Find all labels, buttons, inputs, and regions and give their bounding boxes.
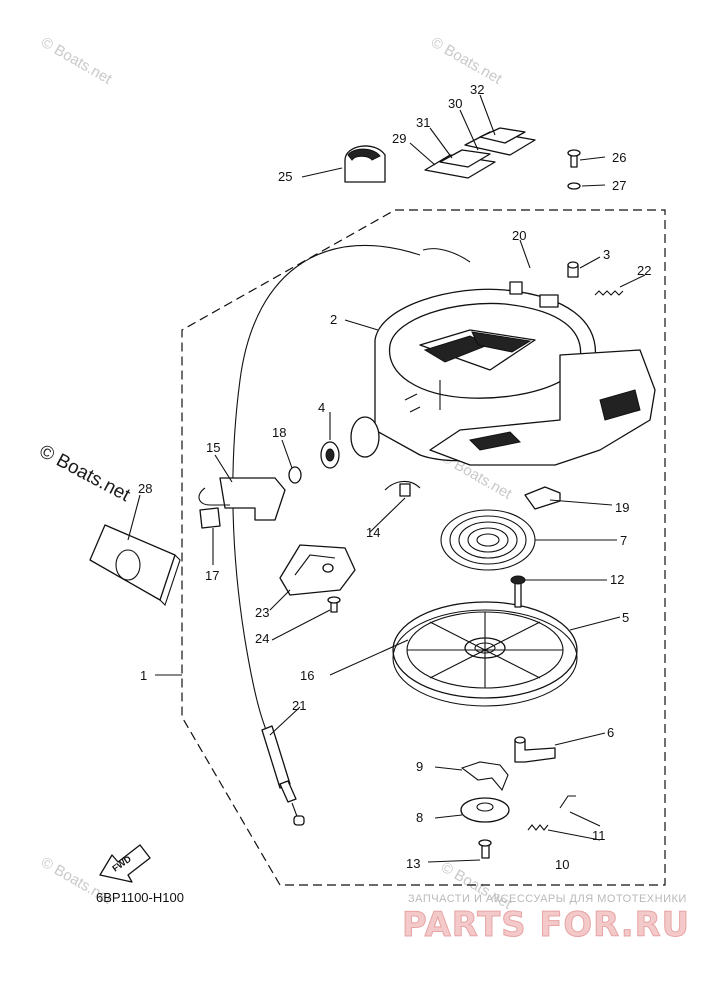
callout-16: 16 xyxy=(300,668,314,683)
ad-brand: PARTS FOR.RU xyxy=(402,905,690,945)
callout-8: 8 xyxy=(416,810,423,825)
cable-fitting xyxy=(279,780,297,803)
watermark: © Boats.net xyxy=(38,34,115,88)
callout-3: 3 xyxy=(603,247,610,262)
callout-5: 5 xyxy=(622,610,629,625)
watermark-dark: © Boats.net xyxy=(36,441,134,507)
diagram-code: 6BP1100-H100 xyxy=(96,890,184,905)
callout-29: 29 xyxy=(392,131,406,146)
sheave-drum xyxy=(392,601,578,707)
callout-27: 27 xyxy=(612,178,626,193)
spiral-spring xyxy=(440,509,536,571)
callout-19: 19 xyxy=(615,500,629,515)
callout-18: 18 xyxy=(272,425,286,440)
clip xyxy=(199,507,221,529)
callout-28: 28 xyxy=(138,481,152,496)
callout-2: 2 xyxy=(330,312,337,327)
callout-32: 32 xyxy=(470,82,484,97)
handle-bracket xyxy=(219,477,286,521)
callout-30: 30 xyxy=(448,96,462,111)
stopper xyxy=(524,486,561,510)
callout-14: 14 xyxy=(366,525,380,540)
pawl-pin xyxy=(559,795,576,809)
callout-12: 12 xyxy=(610,572,624,587)
return-spring xyxy=(527,824,549,831)
foam-pad xyxy=(89,524,176,601)
callout-9: 9 xyxy=(416,759,423,774)
callout-13: 13 xyxy=(406,856,420,871)
cable-sleeve xyxy=(261,725,291,789)
callout-23: 23 xyxy=(255,605,269,620)
callout-24: 24 xyxy=(255,631,269,646)
fwd-arrow-icon: FWD xyxy=(99,844,151,883)
callout-22: 22 xyxy=(637,263,651,278)
callout-25: 25 xyxy=(278,169,292,184)
callout-10: 10 xyxy=(555,857,569,872)
callout-21: 21 xyxy=(292,698,306,713)
callout-7: 7 xyxy=(620,533,627,548)
callout-17: 17 xyxy=(205,568,219,583)
ad-tagline: ЗАПЧАСТИ И АКСЕССУАРЫ ДЛЯ МОТОТЕХНИКИ xyxy=(408,893,687,905)
spring xyxy=(594,290,624,296)
cable-end-cap xyxy=(293,815,305,826)
drive-spring xyxy=(460,761,509,792)
watermark: © Boats.net xyxy=(428,34,505,88)
callout-1: 1 xyxy=(140,668,147,683)
callout-6: 6 xyxy=(607,725,614,740)
switch xyxy=(509,281,523,295)
washer xyxy=(567,182,581,190)
callout-20: 20 xyxy=(512,228,526,243)
callout-31: 31 xyxy=(416,115,430,130)
cable-end xyxy=(422,248,471,263)
case-boss xyxy=(350,416,380,458)
assembly-boundary xyxy=(181,209,666,886)
leader-lines xyxy=(127,94,646,863)
callout-15: 15 xyxy=(206,440,220,455)
callout-11: 11 xyxy=(592,828,606,843)
starter-cable xyxy=(232,244,421,736)
drum-bolt xyxy=(514,581,522,608)
cable-guide xyxy=(279,544,356,596)
callout-26: 26 xyxy=(612,150,626,165)
callout-4: 4 xyxy=(318,400,325,415)
spring-clip xyxy=(288,466,302,484)
drive-plate xyxy=(460,797,510,823)
lever xyxy=(539,294,559,308)
plug xyxy=(399,483,411,497)
